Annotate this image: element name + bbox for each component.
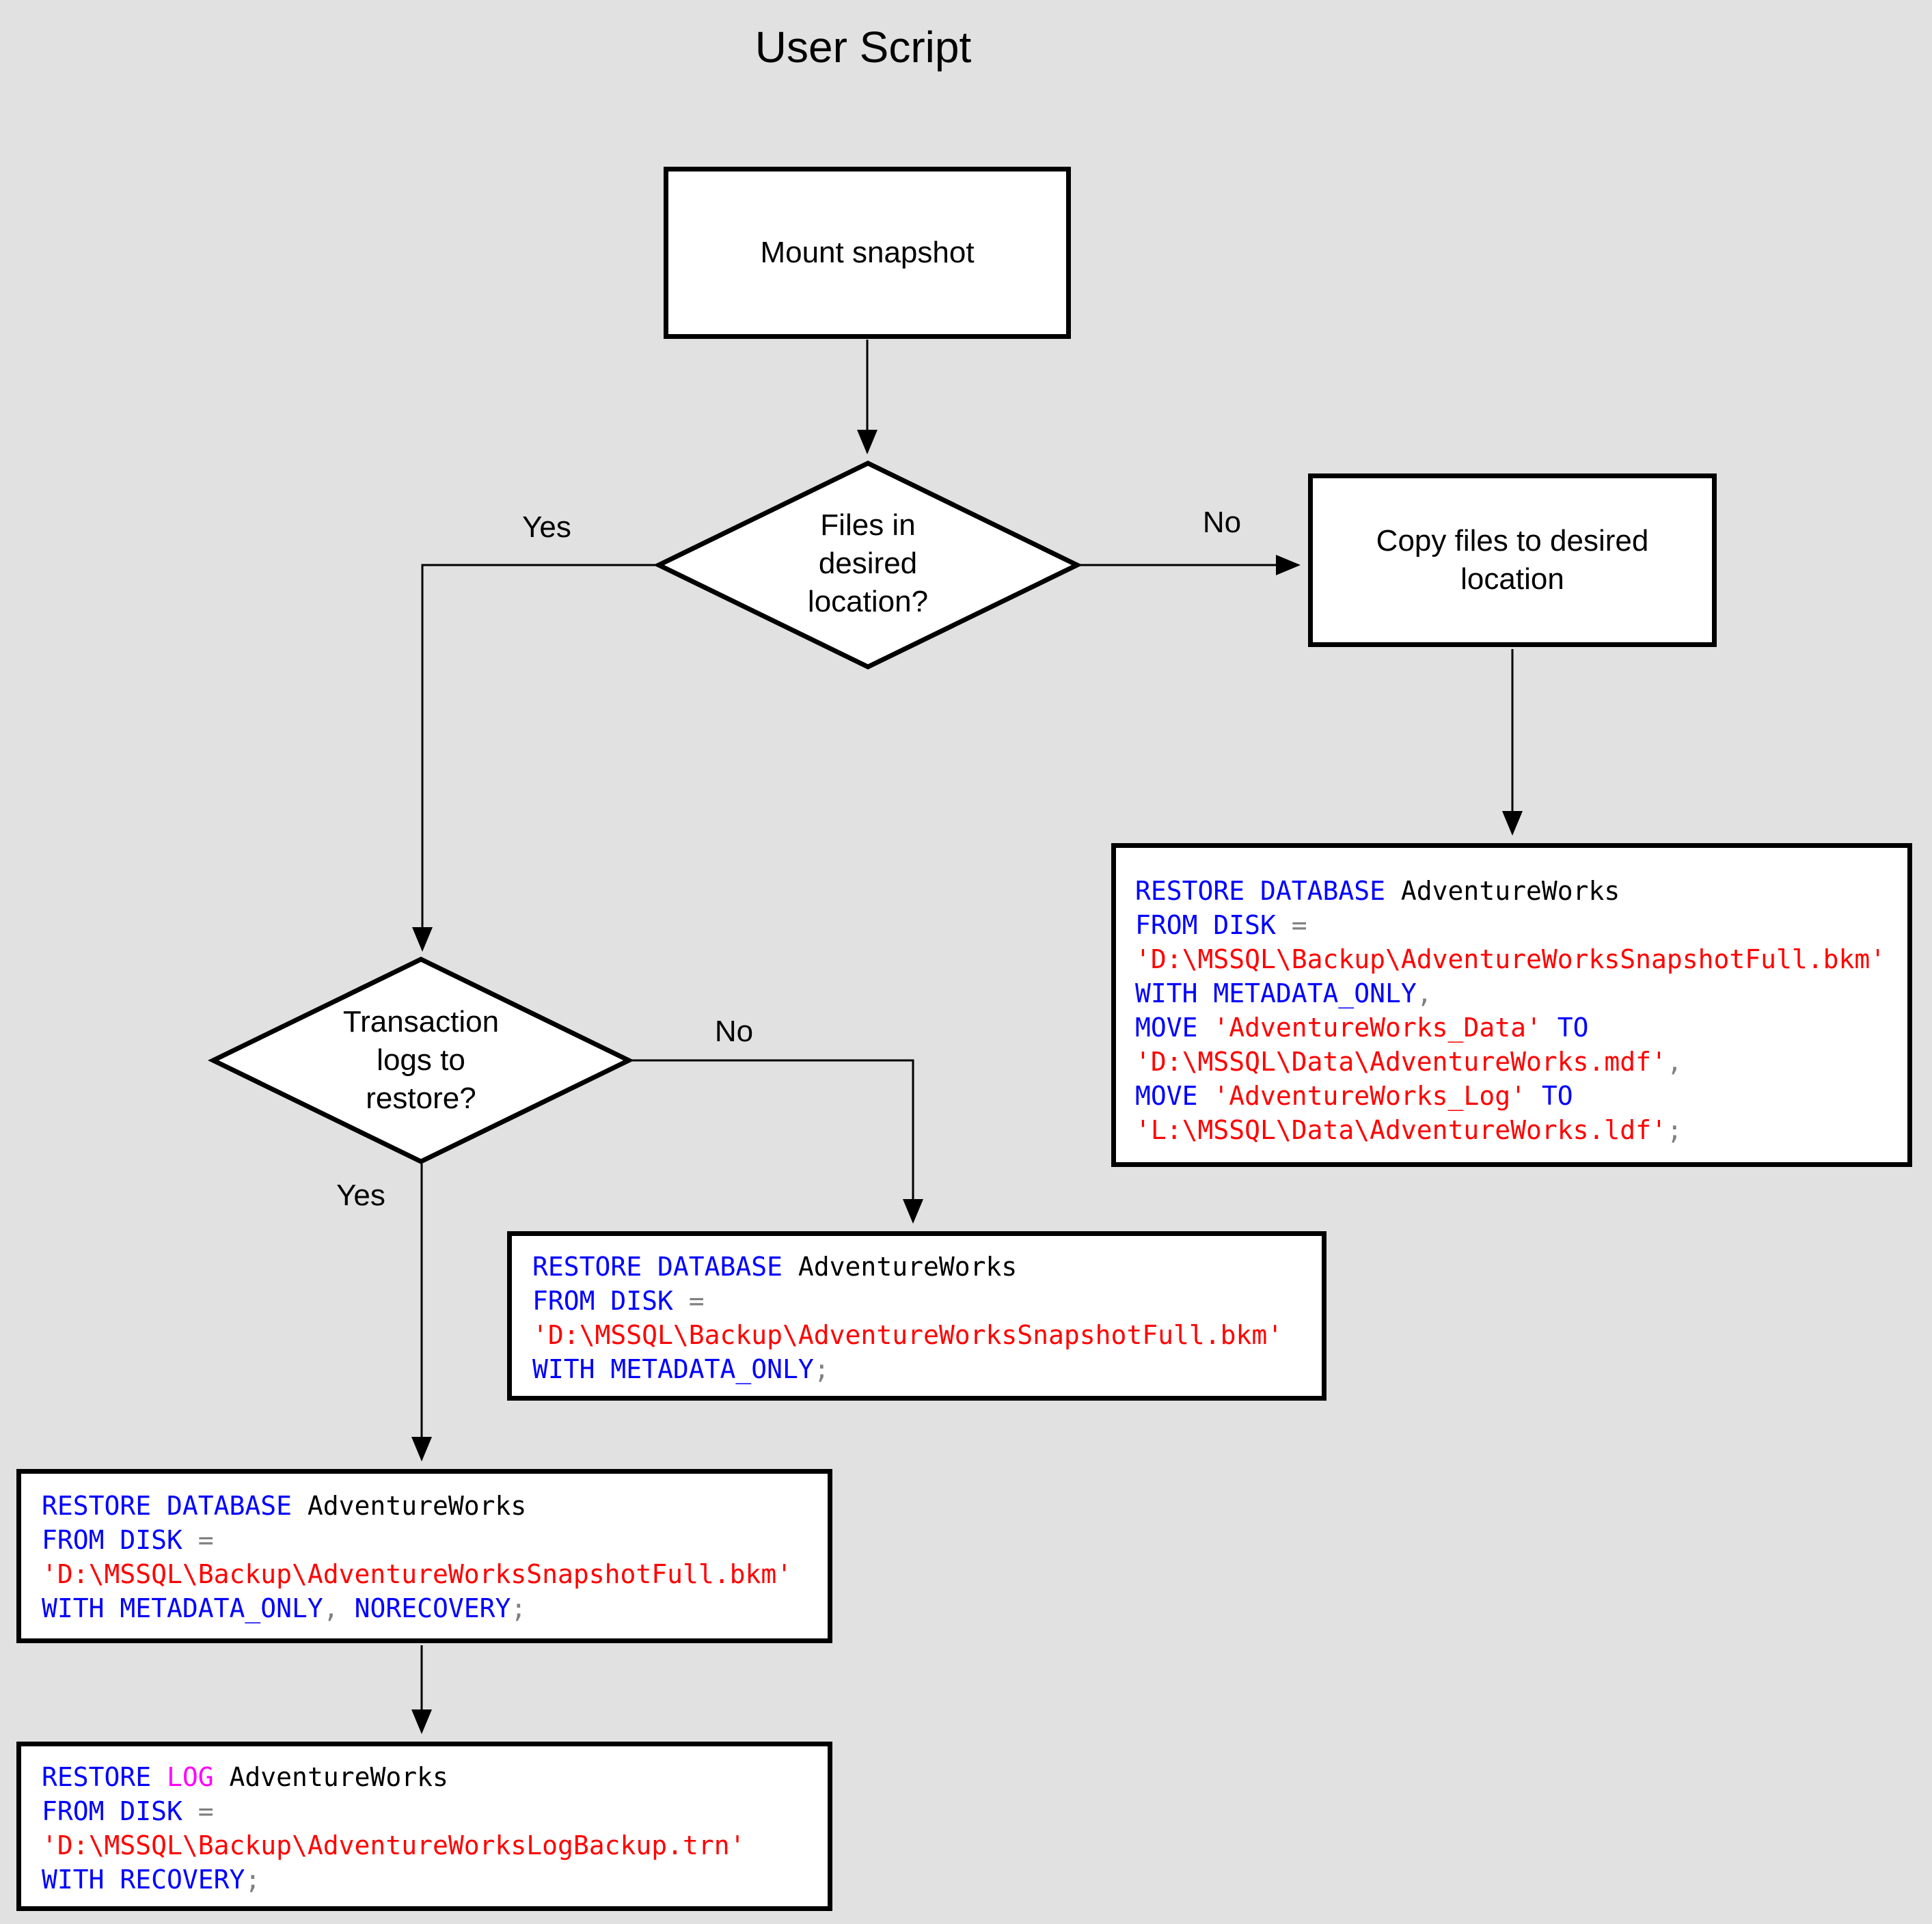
connector-logs-no-to-restore	[629, 1059, 923, 1224]
edge-label-logs-no: No	[714, 1015, 754, 1048]
decision-files-diamond	[653, 461, 1083, 670]
connector-files-yes-to-logs-decision	[412, 564, 659, 952]
process-copy-files: Copy files to desired location	[1308, 473, 1717, 647]
process-copy-files-label: Copy files to desired location	[1376, 524, 1649, 596]
process-mount-snapshot: Mount snapshot	[664, 167, 1071, 339]
decision-logs-diamond	[208, 957, 634, 1164]
edge-label-files-no: No	[1202, 506, 1242, 539]
edge-label-logs-yes: Yes	[336, 1179, 385, 1212]
decision-files-label: Files in desired location?	[807, 508, 929, 618]
edge-label-files-yes: Yes	[522, 510, 571, 544]
decision-logs-label: Transaction logs to restore?	[342, 1005, 500, 1115]
process-mount-snapshot-label: Mount snapshot	[760, 236, 975, 269]
page-title: User Script	[754, 23, 972, 72]
